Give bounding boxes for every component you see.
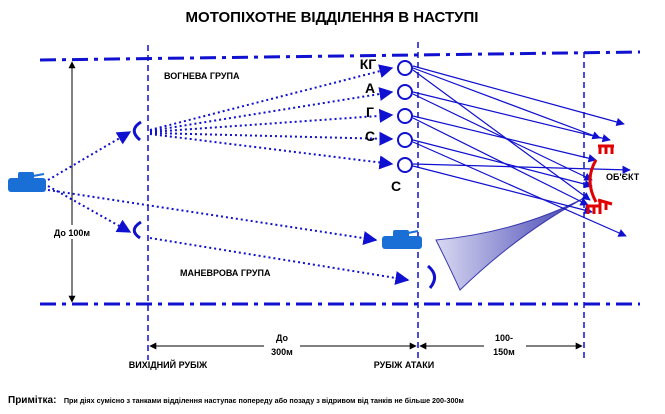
- fire-group-label: ВОГНЕВА ГРУПА: [164, 71, 240, 81]
- fire-sector-fan: [435, 195, 589, 291]
- soldier-marker-s1: [397, 132, 413, 148]
- role-label-s2: С: [391, 178, 401, 194]
- diagram-title: МОТОПІХОТНЕ ВІДДІЛЕННЯ В НАСТУПІ: [186, 9, 479, 26]
- distance-to-objective-2: 150м: [493, 347, 515, 357]
- upper-boundary-line: [39, 50, 641, 62]
- note-text: При діях сумісно з танками відділення на…: [64, 396, 464, 405]
- depth-label: До 100м: [54, 228, 91, 238]
- soldier-marker-a: [397, 84, 413, 100]
- distance-to-objective-1: 100-: [495, 333, 513, 343]
- soldier-marker-s2: [397, 157, 413, 173]
- soldier-marker-g: [397, 108, 413, 124]
- fire-group-symbol: [132, 120, 142, 142]
- objective-label: ОБ'ЄКТ: [606, 172, 640, 182]
- role-label-s1: С: [365, 128, 375, 144]
- maneuver-group-label: МАНЕВРОВА ГРУПА: [180, 268, 271, 278]
- maneuver-group-symbol-attack: [426, 264, 436, 289]
- role-label-a: А: [365, 80, 375, 96]
- objective-symbol: [586, 144, 614, 214]
- bmp-vehicle-left-icon: [8, 172, 46, 192]
- note-line: Примітка: При діях сумісно з танками від…: [8, 390, 464, 407]
- distance-to-attack-line-2: 300м: [271, 347, 293, 357]
- role-label-g: Г: [366, 104, 374, 120]
- soldier-marker-commander: [397, 60, 413, 76]
- start-line-label: ВИХІДНИЙ РУБІЖ: [129, 359, 208, 370]
- role-label-commander: КГ: [360, 56, 377, 72]
- distance-to-attack-line-1: До: [276, 333, 289, 343]
- note-label: Примітка:: [8, 395, 56, 406]
- maneuver-group-symbol-start: [132, 220, 142, 240]
- bmp-vehicle-attack-line-icon: [382, 230, 422, 249]
- attack-line-label: РУБІЖ АТАКИ: [374, 360, 435, 370]
